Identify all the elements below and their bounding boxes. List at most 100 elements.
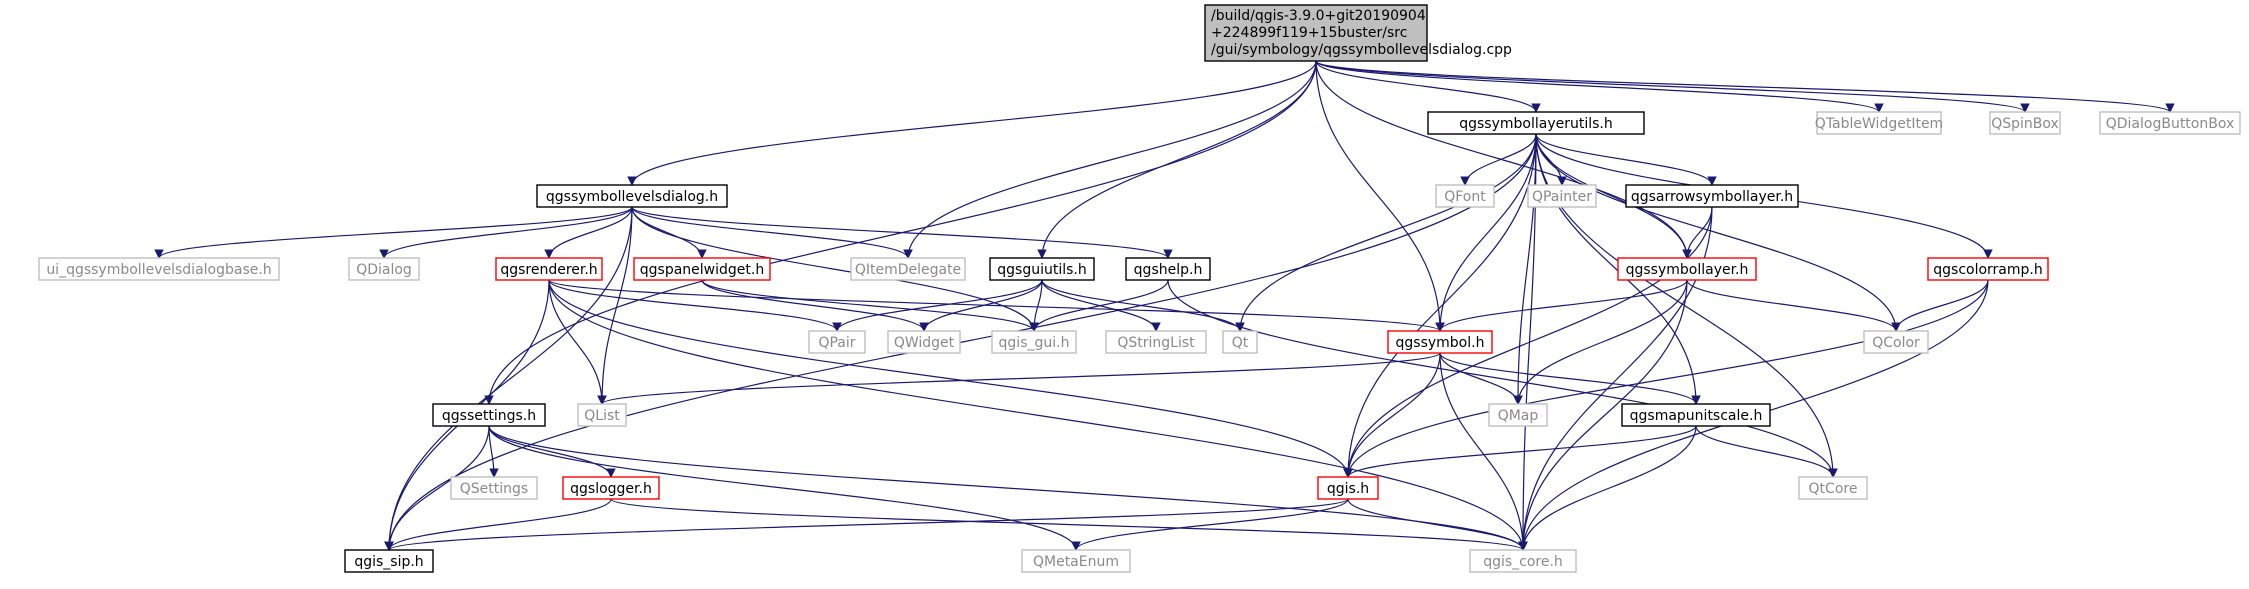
- edge-qgssymbollevelsdialog-to-qgsrenderer: [544, 206, 633, 259]
- node-root-box: [1204, 4, 1428, 62]
- node-qgssymbollayerutils[interactable]: qgssymbollayerutils.h: [1427, 111, 1645, 135]
- node-qmetaenum[interactable]: QMetaEnum: [1021, 549, 1131, 573]
- edge-qgis-to-qgis_sip: [384, 498, 1349, 551]
- node-qpair[interactable]: QPair: [808, 330, 866, 354]
- node-qgssettings[interactable]: qgssettings.h: [432, 403, 546, 427]
- edge-qgis-to-qmetaenum: [1071, 498, 1349, 551]
- node-qcolor[interactable]: QColor: [1863, 330, 1929, 354]
- edge-root-to-qitemdelegate: [903, 60, 1317, 259]
- edge-qgspanelwidget-to-qwidget: [701, 279, 929, 332]
- node-qt-box: [1222, 330, 1258, 354]
- node-qtcore-box: [1798, 476, 1868, 500]
- node-qgis_sip[interactable]: qgis_sip.h: [344, 549, 434, 573]
- node-qmap-box: [1488, 403, 1548, 427]
- edge-qgsguiutils-to-qwidget: [919, 279, 1043, 332]
- edge-qgssymbollevelsdialog-to-qgshelp: [631, 206, 1173, 259]
- edge-qgssymbollevelsdialog-to-qdialog: [379, 206, 633, 259]
- edge-qgssymbollayerutils-to-qgssymbol: [1435, 133, 1537, 332]
- node-qspinbox-box: [1989, 111, 2061, 135]
- node-qtablewidgetitem[interactable]: QTableWidgetItem: [1815, 111, 1943, 135]
- node-qgsrenderer[interactable]: qgsrenderer.h: [495, 257, 603, 281]
- node-qlist[interactable]: QList: [577, 403, 627, 427]
- node-qgssymbol[interactable]: qgssymbol.h: [1387, 330, 1493, 354]
- node-qgslogger[interactable]: qgslogger.h: [562, 476, 660, 500]
- node-qt[interactable]: Qt: [1222, 330, 1258, 354]
- node-qgsrenderer-box: [495, 257, 603, 281]
- node-qgssymbol-label: qgssymbol.h: [1396, 335, 1485, 351]
- node-qwidget[interactable]: QWidget: [887, 330, 961, 354]
- node-qgspanelwidget[interactable]: qgspanelwidget.h: [633, 257, 771, 281]
- edge-root-to-qgsguiutils: [1037, 60, 1317, 259]
- node-qgssymbollayer[interactable]: qgssymbollayer.h: [1617, 257, 1757, 281]
- node-qdialogbuttonbox[interactable]: QDialogButtonBox: [2099, 111, 2241, 135]
- node-qgssettings-label: qgssettings.h: [442, 408, 536, 424]
- node-qwidget-box: [887, 330, 961, 354]
- node-qgsmapunitscale[interactable]: qgsmapunitscale.h: [1621, 403, 1771, 427]
- node-qgis_sip-label: qgis_sip.h: [354, 554, 423, 570]
- node-qgsguiutils-box: [989, 257, 1095, 281]
- node-qgssymbollayerutils-box: [1427, 111, 1645, 135]
- edge-qgssymbollayerutils-to-qgssymbollayer: [1535, 133, 1692, 259]
- node-qmetaenum-label: QMetaEnum: [1033, 554, 1119, 570]
- node-qgis-box: [1317, 476, 1379, 500]
- node-qitemdelegate[interactable]: QItemDelegate: [850, 257, 966, 281]
- node-qgshelp-box: [1125, 257, 1211, 281]
- node-qstringlist-box: [1105, 330, 1207, 354]
- node-qgsmapunitscale-box: [1621, 403, 1771, 427]
- node-qmap[interactable]: QMap: [1488, 403, 1548, 427]
- edge-qgssettings-to-qgis_sip: [384, 425, 490, 551]
- node-qlist-label: QList: [584, 408, 620, 424]
- node-qmap-label: QMap: [1498, 408, 1539, 424]
- node-qgssymbollayer-box: [1617, 257, 1757, 281]
- node-qgsarrowsymbollayer-box: [1625, 184, 1799, 208]
- node-qgis_gui-label: qgis_gui.h: [999, 335, 1070, 351]
- node-qgis[interactable]: qgis.h: [1317, 476, 1379, 500]
- node-qpainter[interactable]: QPainter: [1527, 184, 1597, 208]
- node-root[interactable]: /build/qgis-3.9.0+git20190904+224899f119…: [1204, 4, 1512, 62]
- node-qt-label: Qt: [1232, 335, 1249, 351]
- node-qgshelp[interactable]: qgshelp.h: [1125, 257, 1211, 281]
- node-qdialog-label: QDialog: [356, 262, 412, 278]
- node-qgscolorramp[interactable]: qgscolorramp.h: [1927, 257, 2049, 281]
- edge-qgscolorramp-to-qcolor: [1891, 279, 1989, 332]
- node-root-label-line: /build/qgis-3.9.0+git20190904: [1211, 8, 1426, 24]
- edge-qgssettings-to-qgslogger: [488, 425, 616, 478]
- node-qsettings[interactable]: QSettings: [450, 476, 538, 500]
- node-qgis_gui[interactable]: qgis_gui.h: [991, 330, 1077, 354]
- node-qgsguiutils[interactable]: qgsguiutils.h: [989, 257, 1095, 281]
- node-qgslogger-label: qgslogger.h: [570, 481, 652, 497]
- node-qdialogbuttonbox-label: QDialogButtonBox: [2106, 116, 2235, 132]
- edge-root-to-qspinbox: [1315, 60, 2030, 113]
- edge-qgssymbol-to-qgsmapunitscale: [1439, 352, 1701, 405]
- node-qtcore[interactable]: QtCore: [1798, 476, 1868, 500]
- edge-root-to-qtablewidgetitem: [1315, 60, 1884, 113]
- edge-qgsmapunitscale-to-qgis: [1343, 425, 1697, 478]
- node-qgssettings-box: [432, 403, 546, 427]
- edge-qgssymbollevelsdialog-to-qgis_gui: [631, 206, 1039, 332]
- edge-root-to-qgssymbollayerutils: [1315, 60, 1541, 113]
- edge-qgssymbollayerutils-to-qfont: [1460, 133, 1537, 186]
- node-qgscolorramp-box: [1927, 257, 2049, 281]
- node-qtablewidgetitem-box: [1816, 111, 1942, 135]
- node-qitemdelegate-label: QItemDelegate: [855, 262, 961, 278]
- node-qtablewidgetitem-label: QTableWidgetItem: [1815, 116, 1943, 132]
- node-qpainter-label: QPainter: [1532, 189, 1592, 205]
- edge-qgssymbollayerutils-to-qgis_sip: [384, 133, 1537, 551]
- node-qgis_core[interactable]: qgis_core.h: [1469, 549, 1577, 573]
- edge-qgssymbollevelsdialog-to-qitemdelegate: [631, 206, 913, 259]
- node-qgssymbollevelsdialog-label: qgssymbollevelsdialog.h: [546, 189, 718, 205]
- node-qfont[interactable]: QFont: [1435, 184, 1495, 208]
- node-qspinbox[interactable]: QSpinBox: [1989, 111, 2061, 135]
- edge-qgspanelwidget-to-qgis_gui: [701, 279, 1039, 332]
- node-ui_dialogbase[interactable]: ui_qgssymbollevelsdialogbase.h: [38, 257, 280, 281]
- edge-qgsarrowsymbollayer-to-qgis: [1343, 206, 1713, 478]
- node-qdialog[interactable]: QDialog: [348, 257, 420, 281]
- edge-qgssymbollayer-to-qmap: [1513, 279, 1688, 405]
- node-qgssymbollayer-label: qgssymbollayer.h: [1626, 262, 1749, 278]
- node-qgsarrowsymbollayer[interactable]: qgsarrowsymbollayer.h: [1625, 184, 1799, 208]
- node-qstringlist[interactable]: QStringList: [1105, 330, 1207, 354]
- node-qstringlist-label: QStringList: [1117, 335, 1195, 351]
- node-qgshelp-label: qgshelp.h: [1134, 262, 1203, 278]
- node-qgssymbollevelsdialog[interactable]: qgssymbollevelsdialog.h: [536, 184, 728, 208]
